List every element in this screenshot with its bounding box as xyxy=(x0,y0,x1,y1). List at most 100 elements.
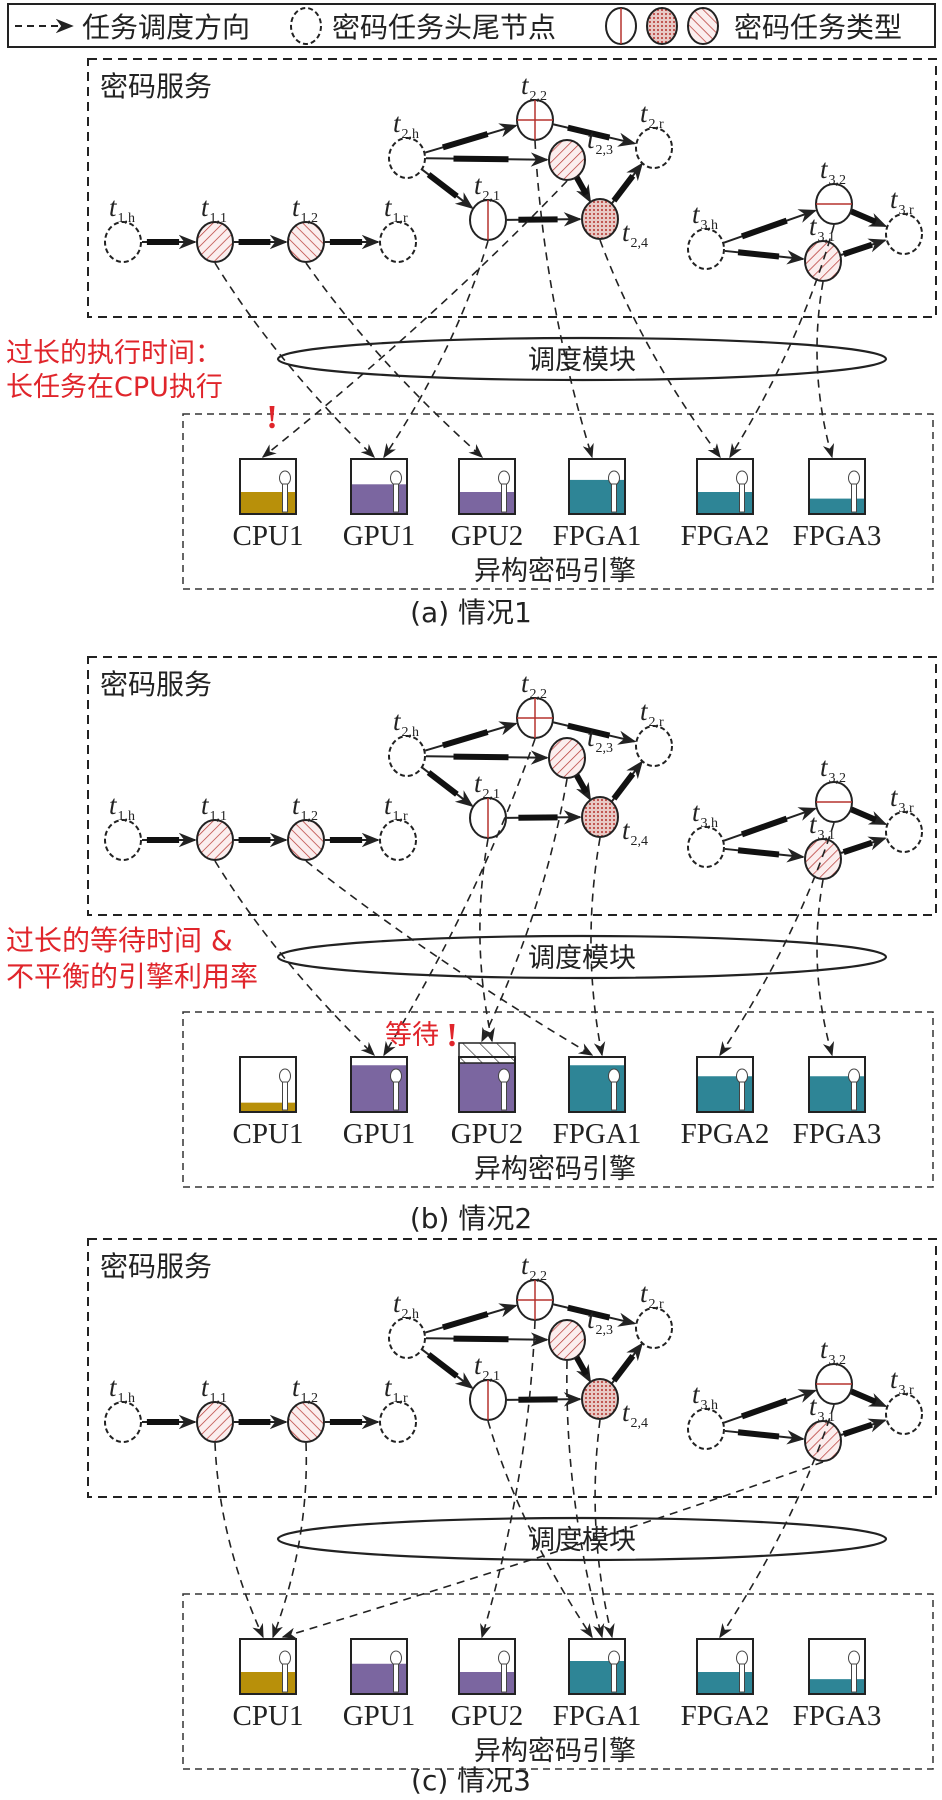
edge-weight-bar xyxy=(426,172,459,199)
edge-t32-t3r xyxy=(850,1388,888,1408)
task-node-t23: t2,3 xyxy=(548,722,613,779)
task-node-t1h: t1,h xyxy=(104,192,142,263)
task-node-t23: t2,3 xyxy=(548,124,613,181)
service-title: 密码服务 xyxy=(100,668,212,701)
edge-t24-t2r xyxy=(610,760,643,803)
key-icon xyxy=(848,1650,860,1693)
node-label: t3,1 xyxy=(809,1391,835,1425)
dispatch-arrow-t23-cpu1 xyxy=(261,180,568,458)
node-label: t2,1 xyxy=(474,768,500,802)
task-node-t1h: t1,h xyxy=(104,790,142,861)
edge-weight-bar xyxy=(426,770,459,797)
key-icon xyxy=(736,1068,748,1111)
node-label: t2,4 xyxy=(622,815,648,849)
wait-label: 等待 xyxy=(385,1020,439,1051)
task-node-t12: t1,2 xyxy=(287,1372,325,1443)
engine-label: GPU1 xyxy=(343,1118,416,1150)
key-icon xyxy=(390,1650,402,1693)
engine-cpu1: CPU1 xyxy=(233,458,303,552)
task-node-t1h: t1,h xyxy=(104,1372,142,1443)
engine-label: GPU2 xyxy=(451,1700,524,1732)
engine-label: FPGA1 xyxy=(553,1118,642,1150)
engine-label: FPGA2 xyxy=(681,520,770,552)
task-node-t1r: t1,r xyxy=(379,192,417,263)
edge-t24-t2r xyxy=(610,162,643,205)
legend: 任务调度方向 密码任务头尾节点 密码任务类型 xyxy=(7,3,936,48)
engine-fpga2: FPGA2 xyxy=(681,458,770,552)
service-box xyxy=(87,656,937,916)
dispatch-arrow-t32-fpga2 xyxy=(719,822,835,1057)
engine-fpga1: FPGA1 xyxy=(553,458,641,552)
task-node-t12: t1,2 xyxy=(287,192,325,263)
edge-t3h-t32 xyxy=(723,807,817,842)
edge-weight-bar xyxy=(611,772,636,801)
task-node-t3h: t3,h xyxy=(687,797,725,868)
node-label: t3,h xyxy=(692,797,718,831)
node-label: t3,2 xyxy=(820,154,846,188)
edge-t3h-t32 xyxy=(723,209,817,244)
edge-t22-t2r xyxy=(553,123,637,147)
engine-fpga2: FPGA2 xyxy=(681,1056,769,1150)
edge-t23-t24 xyxy=(572,1352,592,1384)
edge-weight-bar xyxy=(567,722,611,739)
engine-group-box xyxy=(182,1593,934,1770)
dispatch-arrow-t12-gpu2 xyxy=(305,262,484,458)
edge-weight-bar xyxy=(740,815,788,838)
edge-t21-t24 xyxy=(506,810,582,825)
engine-gpu1: GPU1 xyxy=(343,1056,416,1150)
edge-t2h-t22 xyxy=(424,1303,518,1334)
engine-cpu1: CPU1 xyxy=(233,1056,303,1150)
key-icon xyxy=(279,1650,291,1693)
edge-weight-bar xyxy=(453,1335,509,1343)
key-icon xyxy=(498,470,510,513)
engine-fpga1: FPGA1 xyxy=(553,1638,641,1732)
dispatch-arrow-t12-fpga1 xyxy=(305,860,594,1056)
node-label: t2,2 xyxy=(521,70,547,104)
key-icon xyxy=(608,1068,620,1111)
engine-group-box xyxy=(182,1011,934,1188)
task-node-t21: t2,1 xyxy=(469,768,507,839)
edge-t32-t3r xyxy=(850,806,888,826)
task-node-t24: t2,4 xyxy=(581,198,648,251)
panel-caption: (c) 情况3 xyxy=(411,1764,531,1797)
task-node-t32: t3,2 xyxy=(815,1334,853,1405)
node-label: t3,h xyxy=(692,1379,718,1413)
node-label: t2,2 xyxy=(521,668,547,702)
dispatch-arrow-t22-fpga1 xyxy=(534,140,594,459)
edge-weight-bar xyxy=(453,753,509,761)
task-node-t31: t3,1 xyxy=(804,809,842,880)
dispatch-arrow-t23-gpu2 xyxy=(481,778,568,1043)
edge-weight-bar xyxy=(850,1388,877,1405)
task-node-t12: t1,2 xyxy=(287,790,325,861)
task-node-t11: t1,1 xyxy=(196,192,234,263)
node-label: t1,r xyxy=(384,192,408,226)
dispatch-arrow-t22-gpu1 xyxy=(383,738,536,1057)
node-label: t1,r xyxy=(384,1372,408,1406)
key-icon xyxy=(390,470,402,513)
task-node-t3h: t3,h xyxy=(687,1379,725,1450)
task-node-t21: t2,1 xyxy=(469,170,507,241)
node-label: t2,1 xyxy=(474,170,500,204)
node-label: t1,2 xyxy=(292,790,318,824)
scheduler-module xyxy=(276,934,888,980)
engine-gpu1: GPU1 xyxy=(343,458,415,552)
engine-fpga3: FPGA3 xyxy=(793,1638,881,1732)
node-label: t3,r xyxy=(890,1364,914,1398)
issue-annotation: 不平衡的引擎利用率 xyxy=(6,960,258,993)
scheduler-module xyxy=(276,336,888,382)
engine-gpu2: GPU2 xyxy=(451,458,523,552)
edge-weight-bar xyxy=(850,806,877,823)
edge-weight-bar xyxy=(842,839,873,855)
dispatch-arrow-t11-gpu1 xyxy=(214,860,376,1057)
node-label: t1,h xyxy=(109,1372,135,1406)
engine-cpu1: CPU1 xyxy=(233,1638,303,1732)
key-icon xyxy=(848,470,860,513)
alert-icon: ! xyxy=(266,399,277,436)
dispatch-arrow-t21-fpga1 xyxy=(487,1420,593,1639)
engine-label: FPGA2 xyxy=(681,1700,770,1732)
edge-t31-t3r xyxy=(840,1418,887,1437)
node-label: t2,r xyxy=(640,696,664,730)
legend-type-label: 密码任务类型 xyxy=(734,11,902,44)
